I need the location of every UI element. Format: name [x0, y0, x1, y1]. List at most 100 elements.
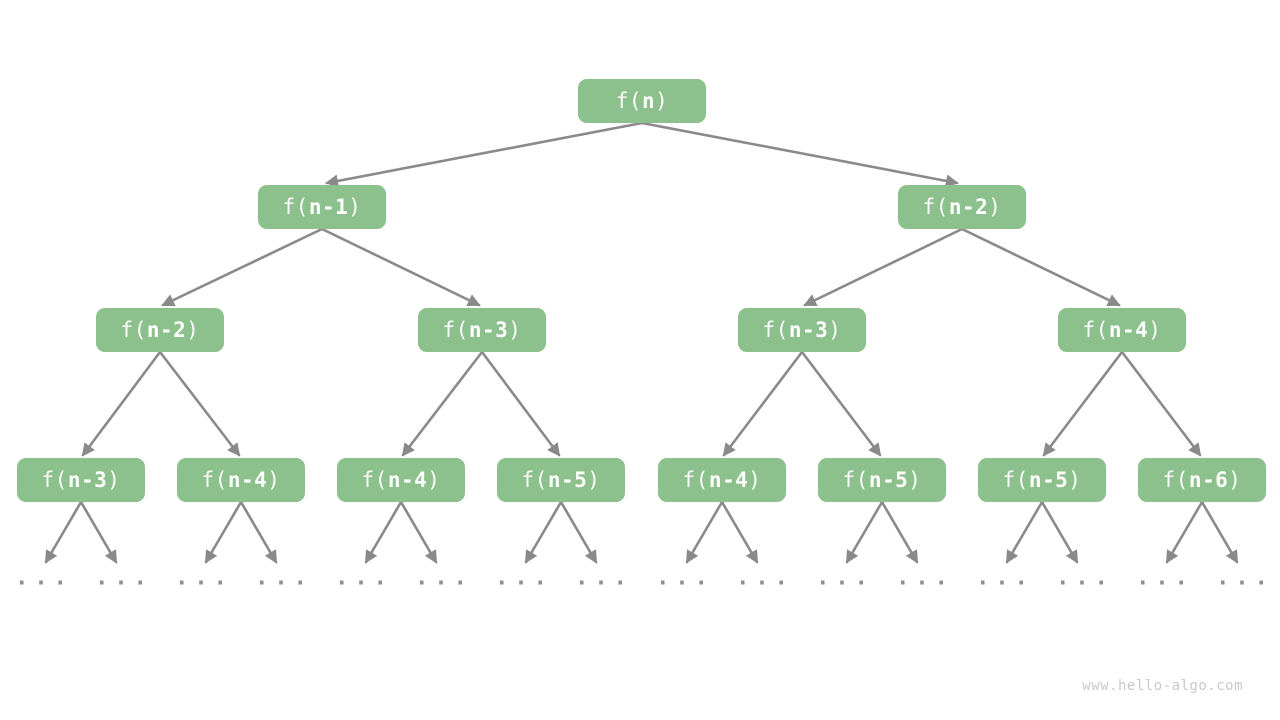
edge [320, 227, 481, 307]
label-arg: n-4 [1108, 318, 1149, 342]
edge [800, 350, 882, 457]
tree-node-l2-0: f(n-2) [96, 308, 224, 352]
label-prefix: f( [1082, 318, 1109, 342]
tree-node-l3-2: f(n-4) [337, 458, 465, 502]
tree-node-l2-1: f(n-3) [418, 308, 546, 352]
edge [803, 227, 964, 307]
ellipsis-leaf-10: ... [816, 565, 874, 591]
label-arg: n-3 [788, 318, 829, 342]
ellipsis-leaf-6: ... [495, 565, 553, 591]
label-suffix: ) [186, 318, 200, 342]
ellipsis-leaf-1: ... [95, 565, 153, 591]
edge [960, 227, 1121, 307]
tree-node-root: f(n) [578, 79, 706, 123]
label-arg: n-2 [146, 318, 187, 342]
label-arg: n [641, 89, 656, 113]
tree-node-l2-3: f(n-4) [1058, 308, 1186, 352]
edge [364, 500, 403, 564]
label-prefix: f( [521, 468, 548, 492]
edge [880, 500, 919, 564]
label-prefix: f( [120, 318, 147, 342]
label-prefix: f( [282, 195, 309, 219]
label-arg: n-3 [468, 318, 509, 342]
label-arg: n-2 [948, 195, 989, 219]
edge [158, 350, 241, 457]
edge [845, 500, 884, 564]
label-suffix: ) [348, 195, 362, 219]
label-arg: n-4 [227, 468, 268, 492]
edge [399, 500, 438, 564]
ellipsis-leaf-14: ... [1136, 565, 1194, 591]
edge [720, 500, 759, 564]
edge [1042, 350, 1124, 457]
label-prefix: f( [615, 89, 642, 113]
tree-node-l3-6: f(n-5) [978, 458, 1106, 502]
ellipsis-leaf-12: ... [976, 565, 1034, 591]
ellipsis-leaf-5: ... [415, 565, 473, 591]
edge [559, 500, 598, 564]
ellipsis-leaf-4: ... [335, 565, 393, 591]
label-suffix: ) [655, 89, 669, 113]
label-suffix: ) [1068, 468, 1082, 492]
edge [1200, 500, 1239, 564]
edge [401, 350, 484, 457]
ellipsis-leaf-15: ... [1216, 565, 1274, 591]
ellipsis-leaf-7: ... [575, 565, 633, 591]
edge [1120, 350, 1202, 457]
edge [722, 350, 804, 457]
label-prefix: f( [361, 468, 388, 492]
label-suffix: ) [908, 468, 922, 492]
edge [1040, 500, 1079, 564]
label-suffix: ) [1148, 318, 1162, 342]
label-suffix: ) [508, 318, 522, 342]
edge [204, 500, 243, 564]
tree-node-l3-1: f(n-4) [177, 458, 305, 502]
edge [161, 227, 324, 307]
tree-node-l3-5: f(n-5) [818, 458, 946, 502]
edge [524, 500, 563, 564]
label-suffix: ) [988, 195, 1002, 219]
edge [325, 121, 644, 188]
watermark: www.hello-algo.com [1082, 678, 1243, 694]
edge [1005, 500, 1044, 564]
label-prefix: f( [842, 468, 869, 492]
label-arg: n-5 [1028, 468, 1069, 492]
label-suffix: ) [267, 468, 281, 492]
label-prefix: f( [1162, 468, 1189, 492]
tree-node-l1-1: f(n-2) [898, 185, 1026, 229]
edge [81, 350, 162, 457]
label-suffix: ) [748, 468, 762, 492]
label-suffix: ) [828, 318, 842, 342]
ellipsis-leaf-3: ... [255, 565, 313, 591]
label-arg: n-4 [387, 468, 428, 492]
label-suffix: ) [587, 468, 601, 492]
label-prefix: f( [762, 318, 789, 342]
label-arg: n-5 [868, 468, 909, 492]
label-arg: n-4 [708, 468, 749, 492]
label-arg: n-3 [67, 468, 108, 492]
ellipsis-leaf-0: ... [15, 565, 73, 591]
label-prefix: f( [442, 318, 469, 342]
tree-node-l3-7: f(n-6) [1138, 458, 1266, 502]
edge [1165, 500, 1204, 564]
tree-node-l1-0: f(n-1) [258, 185, 386, 229]
label-suffix: ) [107, 468, 121, 492]
label-prefix: f( [201, 468, 228, 492]
label-suffix: ) [1228, 468, 1242, 492]
ellipsis-leaf-2: ... [175, 565, 233, 591]
label-prefix: f( [41, 468, 68, 492]
ellipsis-leaf-13: ... [1056, 565, 1114, 591]
ellipsis-leaf-8: ... [656, 565, 714, 591]
tree-node-l3-4: f(n-4) [658, 458, 786, 502]
edge [79, 500, 118, 564]
label-prefix: f( [1002, 468, 1029, 492]
label-suffix: ) [427, 468, 441, 492]
tree-node-l3-3: f(n-5) [497, 458, 625, 502]
edge [685, 500, 724, 564]
edge [640, 121, 959, 188]
label-arg: n-1 [308, 195, 349, 219]
label-arg: n-6 [1188, 468, 1229, 492]
edge [239, 500, 278, 564]
